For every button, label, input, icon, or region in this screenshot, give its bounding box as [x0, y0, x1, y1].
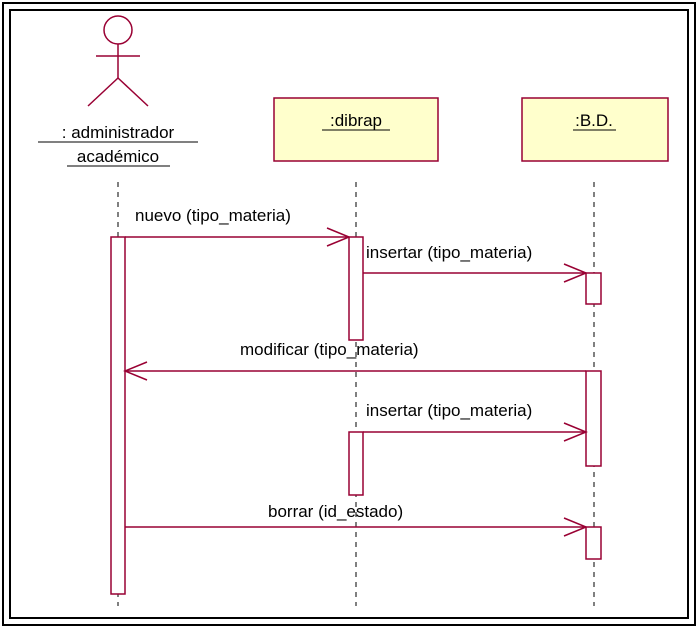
message-label-insertar-1: insertar (tipo_materia) [366, 243, 532, 262]
object-label-dibrap: :dibrap [330, 111, 382, 130]
message-label-insertar-2: insertar (tipo_materia) [366, 401, 532, 420]
actor-name-line2: académico [77, 147, 159, 166]
message-label-nuevo: nuevo (tipo_materia) [135, 206, 291, 225]
arrowhead-borrar [563, 517, 588, 537]
activation-bd-2 [585, 370, 602, 467]
activation-dibrap-1 [348, 236, 364, 341]
activation-bd-1 [585, 272, 602, 305]
arrowhead-insertar-1 [563, 263, 588, 283]
inner-border [9, 9, 689, 619]
arrowhead-insertar-2 [563, 422, 588, 442]
arrowhead-nuevo [326, 227, 351, 247]
activation-actor [110, 236, 126, 595]
object-label-bd: :B.D. [575, 111, 613, 130]
actor-name-line1: : administrador [62, 123, 175, 142]
activation-dibrap-2 [348, 431, 364, 496]
arrowhead-modificar [123, 361, 148, 381]
activation-bd-3 [585, 526, 602, 560]
message-label-borrar: borrar (id_estado) [268, 502, 403, 521]
actor-figure [87, 15, 149, 107]
message-label-modificar: modificar (tipo_materia) [240, 340, 419, 359]
